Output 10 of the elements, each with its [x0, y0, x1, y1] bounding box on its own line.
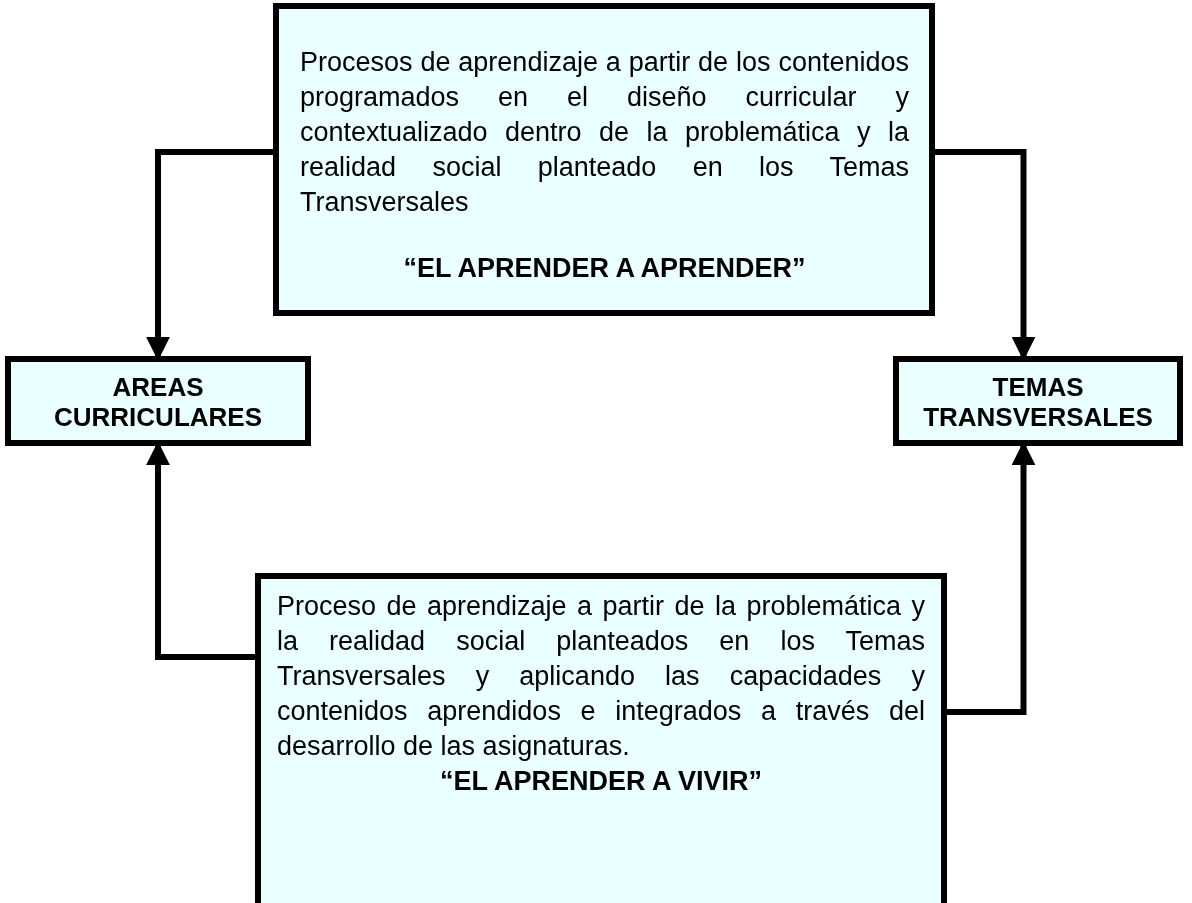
motto-text: “EL APRENDER A VIVIR” — [438, 765, 764, 798]
process-box — [273, 3, 935, 316]
box-title: AREAS CURRICULARES — [53, 372, 263, 432]
description-text: Procesos de aprendizaje a partir de los contenidos programados en el diseño curricular y contextualizado dentro de la problemática y la realidad social planteado en los Temas Transversales — [300, 46, 909, 219]
process-box — [255, 573, 947, 903]
box-title: TEMAS TRANSVERSALES — [922, 372, 1154, 432]
concept-box — [893, 356, 1183, 446]
concept-box — [5, 356, 311, 446]
description-text: Proceso de aprendizaje a partir de la problemática y la realidad social planteados en los Temas Transversales y aplicando las capacidades y contenidos aprendidos e integrados a través del desarrollo de las asignaturas. — [277, 590, 925, 763]
motto-text: “EL APRENDER A APRENDER” — [402, 252, 807, 285]
